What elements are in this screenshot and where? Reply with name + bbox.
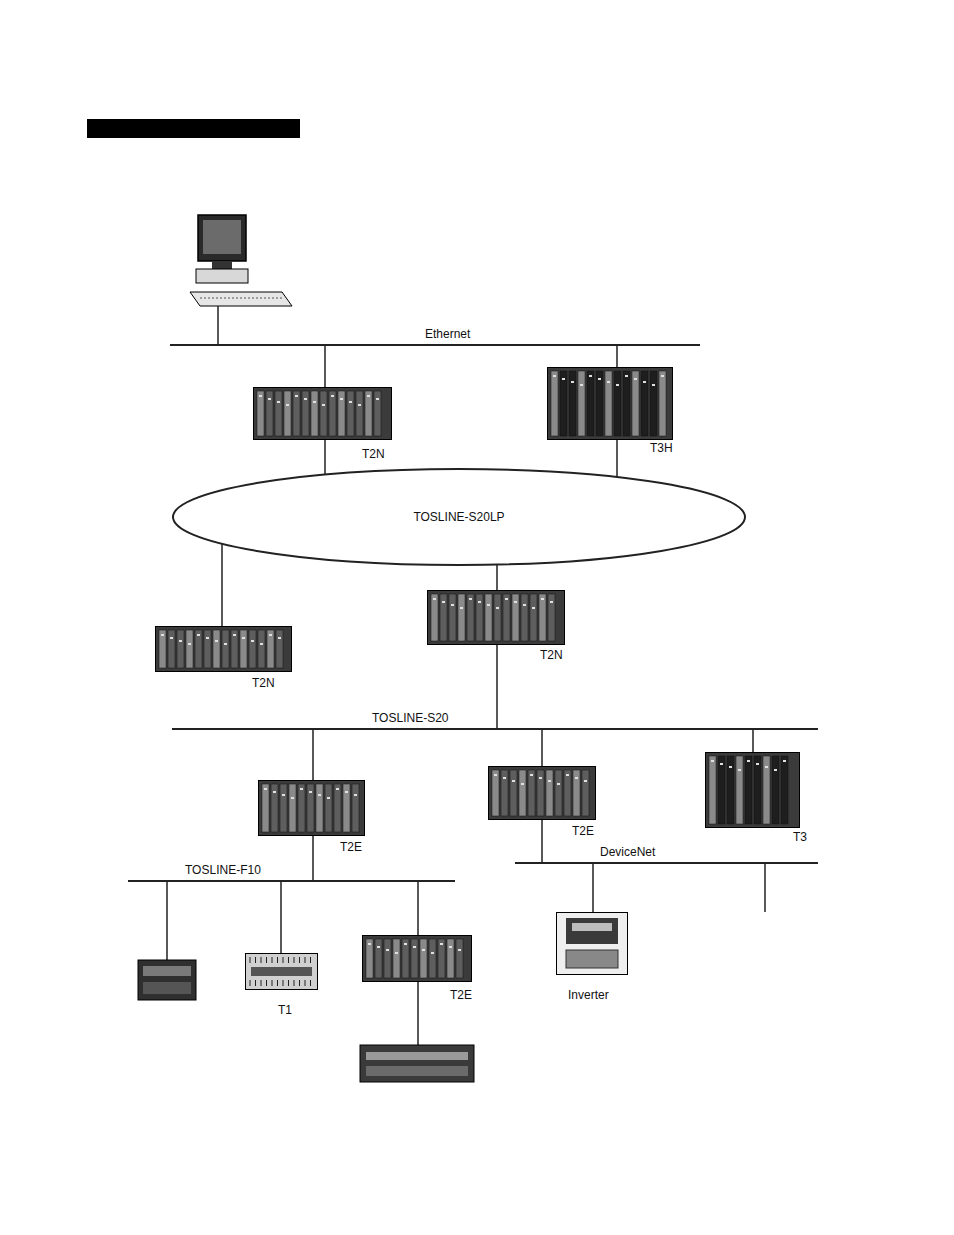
device-label: T3H xyxy=(650,441,673,455)
network-name: DeviceNet xyxy=(600,845,655,859)
plc-unit: T1 xyxy=(245,953,318,990)
bus-drop-line xyxy=(764,862,766,912)
device-picture xyxy=(547,367,673,440)
plc-unit: T2E xyxy=(362,935,472,982)
device-label: Inverter xyxy=(568,988,609,1002)
network-bus: DeviceNet xyxy=(515,844,818,864)
network-name: TOSLINE-S20 xyxy=(372,711,448,725)
device-picture xyxy=(253,387,392,440)
plc-unit: T3H xyxy=(547,367,673,440)
device-label: T2E xyxy=(340,840,362,854)
network-link xyxy=(616,345,618,367)
plc-unit: T2N xyxy=(253,387,392,440)
title-bar xyxy=(87,119,300,138)
plc-unit: T2E xyxy=(488,766,596,820)
network-link xyxy=(616,440,618,477)
network-link xyxy=(592,863,594,912)
inverter-unit: Inverter xyxy=(556,912,628,975)
io-module-unlabeled xyxy=(360,982,474,1082)
plc-unit-unlabeled xyxy=(138,880,196,1000)
device-label: T3 xyxy=(793,830,807,844)
device-picture xyxy=(705,752,800,828)
plc-unit: T3 xyxy=(705,752,800,828)
device-label: T2E xyxy=(450,988,472,1002)
network-link xyxy=(417,881,419,935)
device-picture xyxy=(556,912,628,975)
network-name: Ethernet xyxy=(425,327,470,341)
device-picture xyxy=(258,780,365,836)
device-picture xyxy=(488,766,596,820)
network-link xyxy=(221,544,223,626)
device-label: T2N xyxy=(252,676,275,690)
network-link xyxy=(324,345,326,387)
network-name: TOSLINE-F10 xyxy=(185,863,261,877)
device-picture xyxy=(362,935,472,982)
network-link xyxy=(312,836,314,881)
network-link xyxy=(324,440,326,475)
device-picture xyxy=(155,626,292,672)
device-picture xyxy=(427,590,565,645)
plc-unit: T2E xyxy=(258,780,365,836)
device-label: T2E xyxy=(572,824,594,838)
network-link xyxy=(752,729,754,752)
network-link xyxy=(496,645,498,729)
network-name: TOSLINE-S20LP xyxy=(413,510,504,524)
plc-unit: T2N xyxy=(155,626,292,672)
network-link xyxy=(280,881,282,953)
network-link xyxy=(496,565,498,590)
network-link xyxy=(541,729,543,766)
network-bus: TOSLINE-S20 xyxy=(172,710,818,730)
device-label: T2N xyxy=(362,447,385,461)
plc-unit: T2N xyxy=(427,590,565,645)
network-link xyxy=(541,820,543,863)
network-bus: TOSLINE-F10 xyxy=(128,862,455,882)
device-label: T2N xyxy=(540,648,563,662)
device-label: T1 xyxy=(278,1003,292,1017)
ethernet-bus: Ethernet xyxy=(170,326,700,346)
device-picture xyxy=(245,953,318,990)
network-link xyxy=(312,729,314,780)
network-ring: TOSLINE-S20LP xyxy=(172,468,746,566)
